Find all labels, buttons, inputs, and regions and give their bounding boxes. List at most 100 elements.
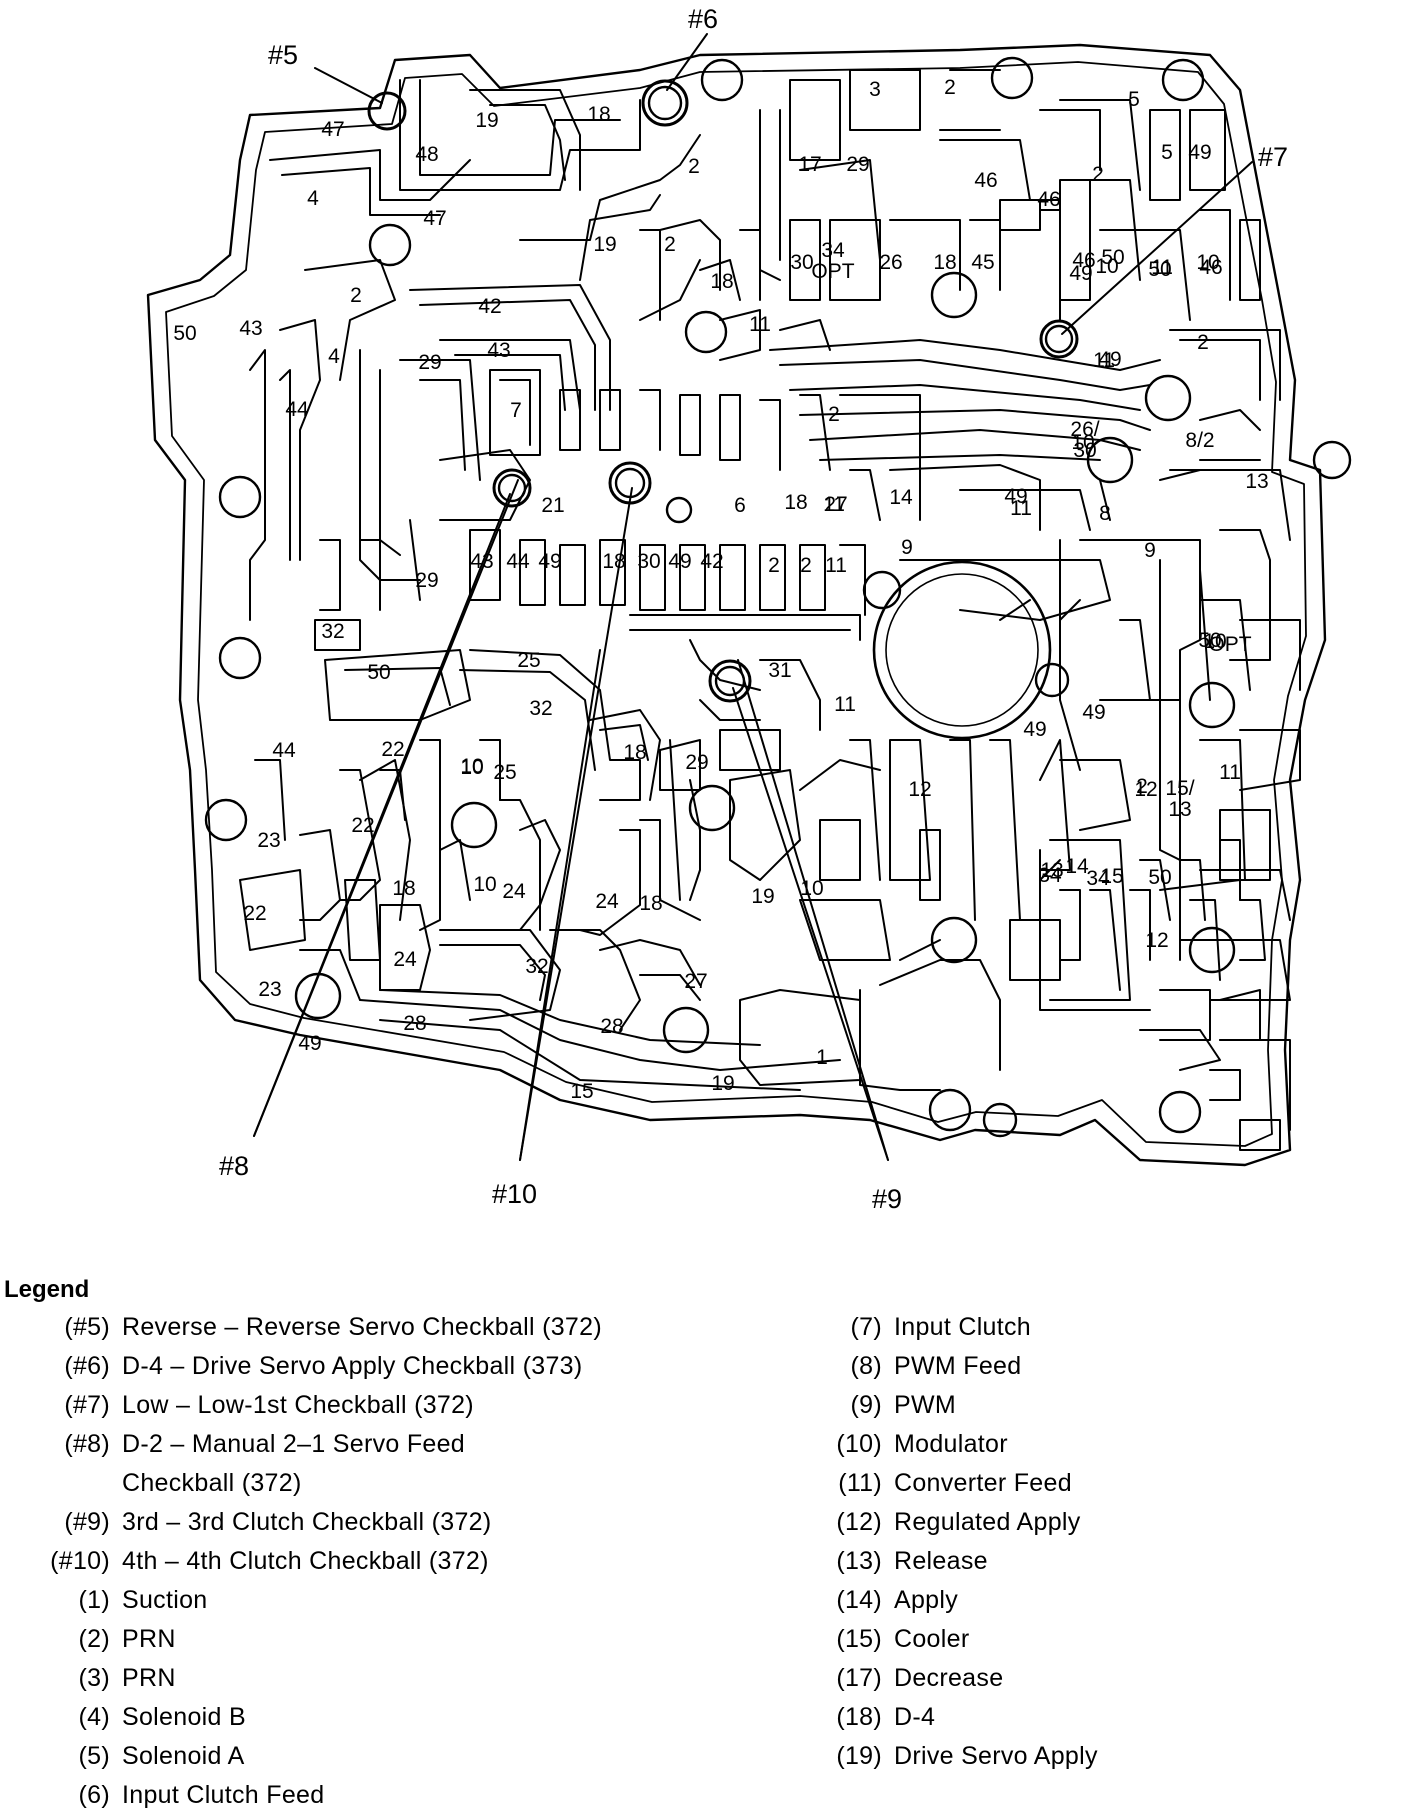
passage-label: 18 — [710, 270, 733, 293]
passage-label: 47 — [423, 207, 446, 230]
passage-label: 50 — [1198, 629, 1221, 652]
legend-item-description: Solenoid A — [122, 1742, 245, 1770]
passage-label: 14 — [1065, 855, 1089, 878]
legend-title: Legend — [4, 1276, 90, 1303]
callout-8: #8 — [219, 1151, 249, 1181]
passage-label: 18 — [933, 251, 956, 274]
legend-item-description: Decrease — [894, 1664, 1004, 1692]
passage-label: 18 — [784, 491, 807, 514]
passage-label: 23 — [257, 829, 280, 852]
passage-label: 42 — [700, 550, 723, 573]
passage-label: 30 — [790, 251, 813, 274]
legend-item-description: 4th – 4th Clutch Checkball (372) — [122, 1547, 489, 1575]
passage-label: 43 — [487, 339, 510, 362]
passage-label: 46 — [1037, 188, 1060, 211]
legend-item-number: (10) — [836, 1430, 882, 1458]
legend-item-description: Cooler — [894, 1625, 970, 1653]
passage-label: 49 — [1188, 141, 1211, 164]
passage-label: 49 — [1069, 262, 1092, 285]
legend-item-continuation: Checkball (372) — [122, 1469, 302, 1497]
passage-label: 49 — [538, 550, 561, 573]
legend-item: (#10) 4th – 4th Clutch Checkball (372) — [36, 1542, 756, 1581]
legend-item-description: PRN — [122, 1625, 176, 1653]
legend-item-number: (#10) — [50, 1547, 110, 1575]
passage-label: 32 — [525, 955, 548, 978]
passage-label: 30 — [637, 550, 660, 573]
passage-label: 25 — [517, 649, 540, 672]
legend-item: (#6)D-4 – Drive Servo Apply Checkball (3… — [36, 1347, 756, 1386]
passage-label: 46 — [974, 169, 997, 192]
callout-leaders — [253, 33, 1253, 1161]
passage-label: 44 — [285, 398, 309, 421]
passage-label: 34 — [1086, 867, 1110, 890]
passage-label: 8/2 — [1185, 429, 1214, 452]
legend-item-number: (4) — [78, 1703, 110, 1731]
passage-label: 8 — [1099, 502, 1111, 525]
legend-item-number: (3) — [78, 1664, 110, 1692]
passage-label: 21 — [541, 494, 564, 517]
passage-label: 2 — [768, 554, 780, 577]
legend-item: (11)Converter Feed — [818, 1464, 1378, 1503]
passage-label: 24 — [393, 948, 417, 971]
legend-item-number: (#5) — [64, 1313, 110, 1341]
legend-item-number: (8) — [850, 1352, 882, 1380]
passage-label: 15 — [570, 1080, 593, 1103]
legend-item: (2)PRN — [36, 1620, 756, 1659]
passage-label: 32 — [529, 697, 552, 720]
legend-item-description: Release — [894, 1547, 988, 1575]
passage-label: 29 — [846, 153, 869, 176]
passage-label: 49 — [298, 1032, 321, 1055]
passage-label: 22 — [381, 738, 404, 761]
passage-label: 6 — [734, 494, 746, 517]
legend-left-column: (#5) Reverse – Reverse Servo Checkball (3… — [36, 1308, 756, 1815]
passage-label: 2 — [1136, 775, 1148, 798]
plate-outline — [146, 43, 1327, 1167]
legend-item: (#8) D-2 – Manual 2–1 Servo Feed — [36, 1425, 756, 1464]
legend-item: (17) Decrease — [818, 1659, 1378, 1698]
passage-label: 12 — [1145, 929, 1168, 952]
legend-item-description: Modulator — [894, 1430, 1008, 1458]
legend-item-description: Input Clutch Feed — [122, 1781, 325, 1809]
passage-label: 10 — [473, 873, 496, 896]
legend-item-description: D-2 – Manual 2–1 Servo Feed — [122, 1430, 466, 1458]
passage-label: 1 — [816, 1046, 828, 1069]
passage-label: 47 — [321, 118, 344, 141]
passage-label: 49 — [1004, 485, 1027, 508]
legend-item: (14)Apply — [818, 1581, 1378, 1620]
legend-item-number: (1) — [78, 1586, 110, 1614]
passage-label: 10 — [800, 877, 823, 900]
passage-label: 31 — [768, 659, 791, 682]
passage-label: 13 — [1040, 859, 1063, 882]
legend-item-number: (18) — [836, 1703, 882, 1731]
legend-item-description: PWM Feed — [894, 1352, 1022, 1380]
passage-label: 11 — [749, 313, 771, 336]
checkball-5 — [367, 91, 407, 131]
legend-item-number: (#6) — [64, 1352, 110, 1380]
passage-label: 26 — [879, 251, 902, 274]
passage-label: 2 — [688, 155, 700, 178]
passage-label: 18 — [392, 877, 415, 900]
legend-item-number: (#8) — [64, 1430, 110, 1458]
passage-channels — [239, 69, 1301, 1151]
passage-label: 44 — [506, 550, 530, 573]
legend-item-description: Reverse – Reverse Servo Checkball (372) — [122, 1313, 602, 1341]
passage-label: 2 — [350, 284, 362, 307]
legend-item-number: (13) — [836, 1547, 882, 1575]
passage-label: 12 — [908, 778, 931, 801]
passage-label: 28 — [403, 1012, 426, 1035]
passage-label: 50 — [1148, 258, 1171, 281]
legend-item-number: (7) — [850, 1313, 882, 1341]
legend-item-number: (5) — [78, 1742, 110, 1770]
passage-label: 22 — [243, 902, 266, 925]
passage-label: 2 — [944, 76, 956, 99]
passage-label: 42 — [478, 295, 501, 318]
passage-label: 43 — [470, 550, 493, 573]
passage-label: 43 — [239, 317, 262, 340]
passage-label: 9 — [901, 536, 913, 559]
legend-item-number: (19) — [836, 1742, 882, 1770]
legend-item: (18)D-4 — [818, 1698, 1378, 1737]
valve-body-diagram: #5 #6 #7 #8 #10 #9 471918482447192181124… — [146, 4, 1352, 1214]
legend-item-description: Regulated Apply — [894, 1508, 1081, 1536]
legend-item-number: (17) — [836, 1664, 882, 1692]
callout-labels: #5 #6 #7 #8 #10 #9 — [219, 4, 1288, 1214]
